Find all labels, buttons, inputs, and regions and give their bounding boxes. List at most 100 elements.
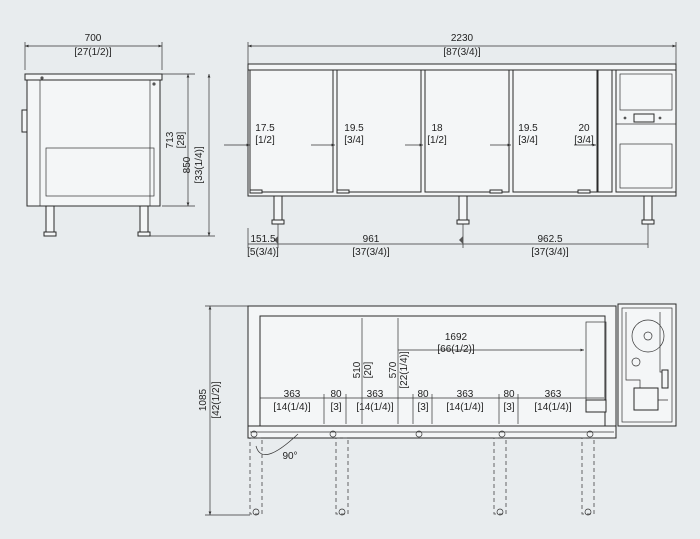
thermostat-display: [633, 113, 655, 123]
front-width-in: [87(3/4)]: [443, 47, 480, 58]
sep-2-in: [3]: [417, 402, 428, 413]
gap-2-in: [3/4]: [344, 135, 364, 146]
sep-2-mm: 80: [417, 389, 429, 400]
filter-drier: [661, 369, 669, 389]
front-worktop: [247, 63, 677, 71]
door-swing-3: [493, 437, 507, 515]
gap-1-mm: 17.5: [255, 123, 275, 134]
hinge: [336, 189, 350, 194]
side-width-in: [27(1/2)]: [74, 47, 111, 58]
side-body-h-mm: 713: [165, 131, 176, 148]
top-depth-in: [42(1/2)]: [211, 381, 222, 418]
sep-1-in: [3]: [330, 402, 341, 413]
top-view: 1085 [42(1/2)] 1692 [66(1/2)] 510 [20] 5…: [198, 303, 677, 516]
front-view: 2230 [87(3/4)]: [224, 33, 677, 258]
side-caster-dot: [40, 76, 44, 80]
side-leg: [45, 205, 55, 233]
top-depth-mm: 1085: [198, 388, 209, 411]
compressor-motor: [633, 387, 659, 411]
gap-5-mm: 20: [578, 123, 590, 134]
leg-3-mm: 962.5: [537, 234, 562, 245]
gap-5-in: [3/4]: [574, 135, 594, 146]
hinge-pivot: [586, 430, 594, 438]
indicator-led: [658, 116, 662, 120]
side-width-mm: 700: [85, 33, 102, 44]
inner-d2-in: [22(1/4)]: [399, 351, 410, 388]
compressor-vent-top: [619, 73, 673, 111]
side-vent-grille: [45, 147, 155, 197]
side-leg: [139, 205, 149, 233]
door-knob: [338, 508, 346, 516]
front-leg: [643, 195, 653, 221]
sep-3-in: [3]: [503, 402, 514, 413]
opening-3-in: [14(1/4)]: [446, 402, 483, 413]
compressor-panel: [615, 69, 677, 193]
door-2: [336, 69, 422, 193]
door-swing-1: [249, 437, 263, 515]
door-3: [424, 69, 510, 193]
sep-1-mm: 80: [330, 389, 342, 400]
front-leg-foot: [271, 219, 285, 225]
opening-2-mm: 363: [367, 389, 384, 400]
opening-1-mm: 363: [284, 389, 301, 400]
side-handle: [21, 109, 28, 133]
leg-2-in: [37(3/4)]: [352, 247, 389, 258]
front-leg-foot: [456, 219, 470, 225]
door-frame: [597, 69, 613, 193]
inner-d2-mm: 570: [388, 361, 399, 378]
door-swing-2: [335, 437, 349, 515]
fan-hub: [643, 331, 653, 341]
door-knob: [496, 508, 504, 516]
opening-3-mm: 363: [457, 389, 474, 400]
hinge-pivot: [498, 430, 506, 438]
side-cabinet: [26, 79, 161, 207]
side-body-h-in: [28]: [176, 131, 187, 148]
side-view: 700 [27(1/2)] 713 [28] 850 [33(1/4)]: [21, 33, 215, 237]
leg-3-in: [37(3/4)]: [531, 247, 568, 258]
inner-d1-in: [20]: [363, 361, 374, 378]
leg-1-in: [5(3/4)]: [247, 247, 279, 258]
front-leg-foot: [641, 219, 655, 225]
opening-4-in: [14(1/4)]: [534, 402, 571, 413]
opening-1-in: [14(1/4)]: [273, 402, 310, 413]
side-total-h-mm: 850: [182, 156, 193, 173]
hinge: [249, 189, 263, 194]
inner-width-in: [66(1/2)]: [437, 344, 474, 355]
hinge-pivot: [250, 430, 258, 438]
side-caster-dot: [152, 82, 156, 86]
inner-d1-mm: 510: [352, 361, 363, 378]
side-leg-foot: [43, 231, 57, 237]
valve: [631, 357, 641, 367]
fan-circle: [631, 319, 665, 353]
gap-3-mm: 18: [431, 123, 443, 134]
leg-arrowhead: [459, 236, 463, 244]
condenser-base: [585, 399, 607, 413]
gap-3-in: [1/2]: [427, 135, 447, 146]
inner-width-mm: 1692: [445, 332, 468, 343]
front-leg: [458, 195, 468, 221]
indicator-led: [623, 116, 627, 120]
gap-4-mm: 19.5: [518, 123, 538, 134]
gap-1-in: [1/2]: [255, 135, 275, 146]
front-leg: [273, 195, 283, 221]
gap-2-mm: 19.5: [344, 123, 364, 134]
opening-4-mm: 363: [545, 389, 562, 400]
door-4: [512, 69, 598, 193]
opening-2-in: [14(1/4)]: [356, 402, 393, 413]
side-total-h-in: [33(1/4)]: [194, 146, 205, 183]
hinge: [489, 189, 503, 194]
front-width-mm: 2230: [451, 33, 474, 44]
side-worktop: [24, 73, 163, 81]
door-knob: [584, 508, 592, 516]
sep-3-mm: 80: [503, 389, 515, 400]
hinge: [577, 189, 591, 194]
hinge-pivot: [329, 430, 337, 438]
side-leg-foot: [137, 231, 151, 237]
gap-4-in: [3/4]: [518, 135, 538, 146]
leg-arrowhead: [274, 236, 278, 244]
swing-arc: [255, 433, 299, 455]
leg-1-mm: 151.5: [250, 234, 275, 245]
door-swing-4: [581, 437, 595, 515]
door-knob: [252, 508, 260, 516]
